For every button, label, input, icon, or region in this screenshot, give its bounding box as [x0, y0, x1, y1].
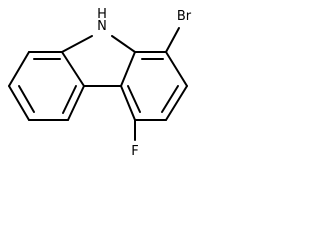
bond: [61, 51, 85, 87]
double-bond-inner: [161, 85, 179, 113]
carbazole-structure: N H Br F: [8, 7, 192, 159]
double-bond-inner: [18, 85, 35, 113]
bond: [8, 51, 30, 87]
bond: [165, 85, 188, 121]
bond: [120, 51, 136, 87]
bond-c1-br: [165, 27, 180, 53]
double-bond-inner: [127, 85, 141, 113]
bond: [61, 35, 93, 53]
bond: [111, 35, 136, 53]
atom-f-label: F: [131, 144, 138, 159]
atom-n-label: N: [97, 19, 107, 34]
atom-h-label: H: [97, 7, 107, 22]
double-bond-inner: [62, 85, 77, 114]
structure-diagram: N H Br F: [0, 0, 206, 170]
bond: [120, 85, 136, 121]
bond: [8, 85, 30, 121]
bond: [165, 51, 188, 87]
atom-br-label: Br: [177, 9, 192, 24]
bond: [67, 85, 85, 121]
